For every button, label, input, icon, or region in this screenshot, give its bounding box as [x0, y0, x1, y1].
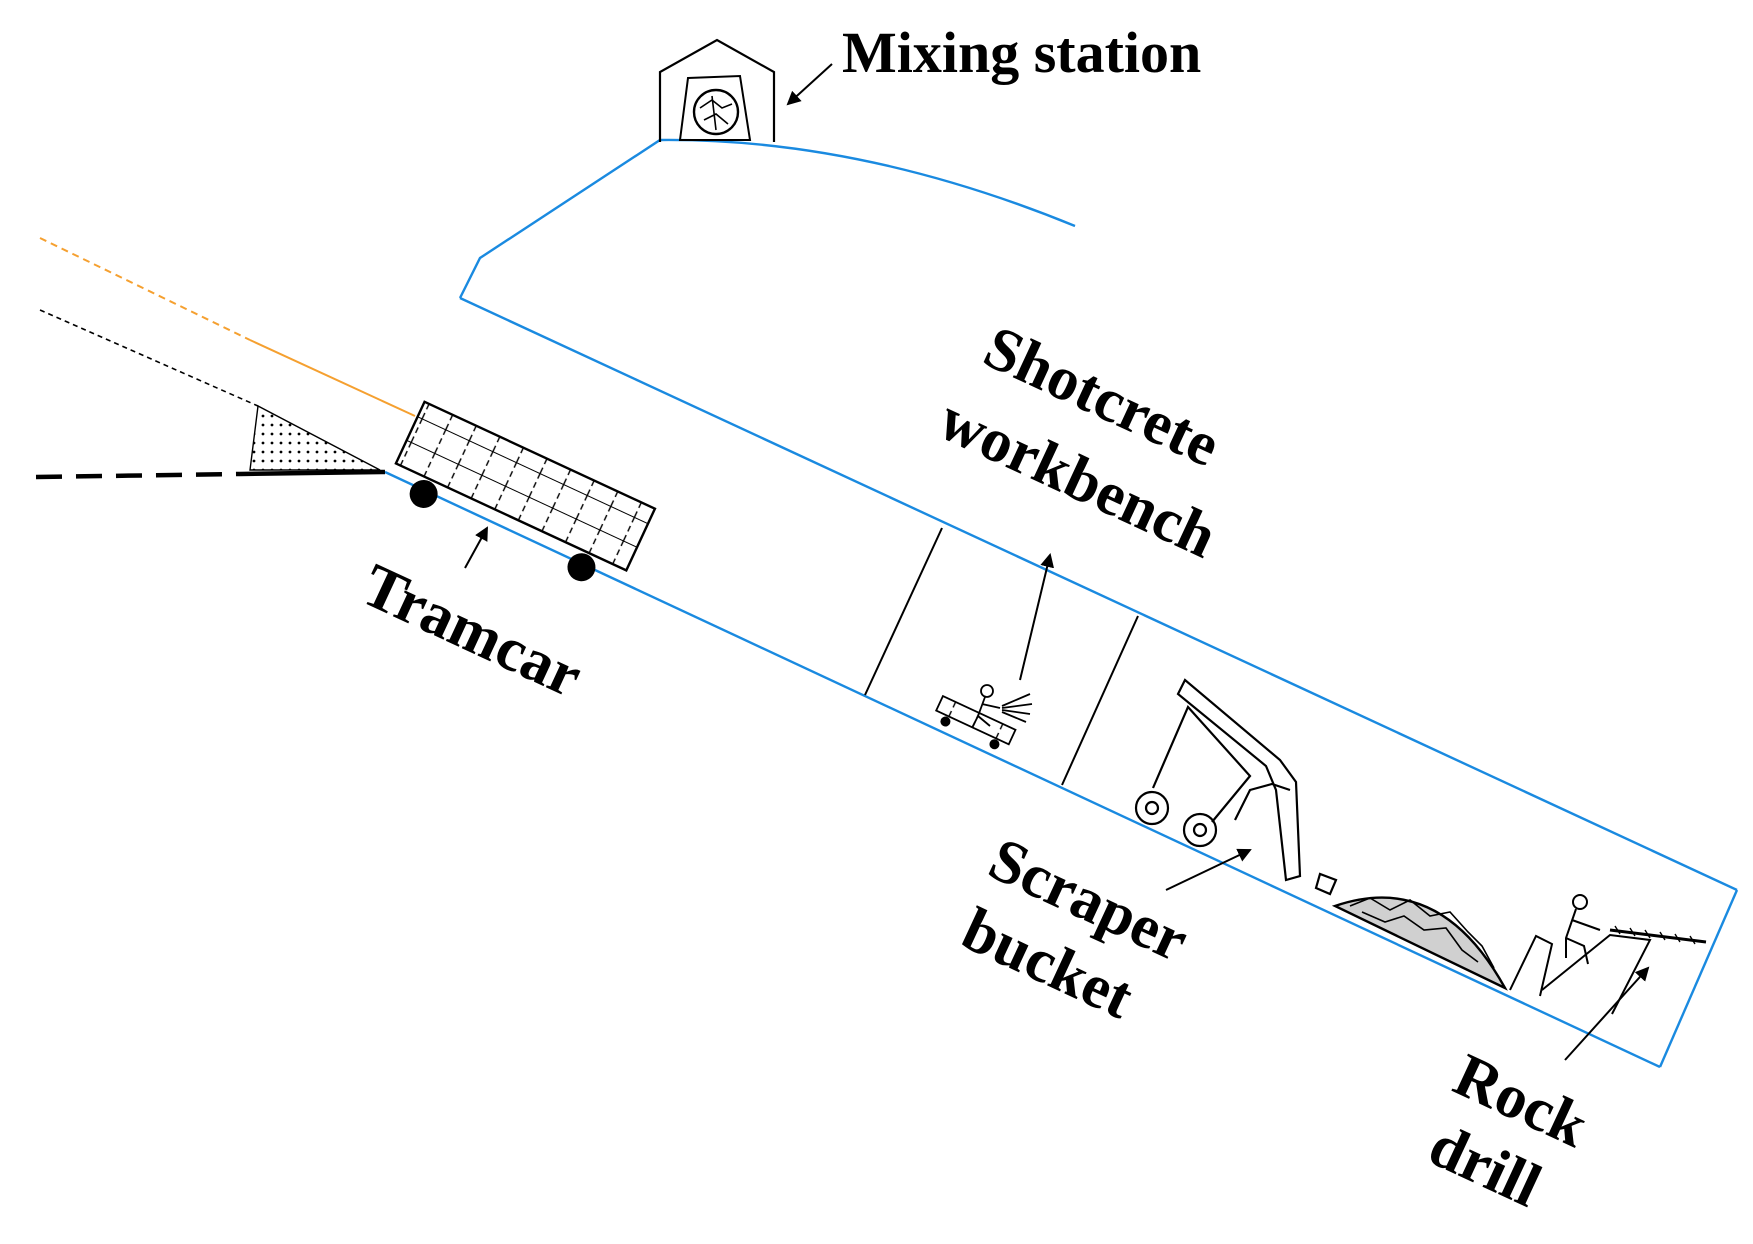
mixing-station-hopper [678, 74, 752, 141]
tunnel-face-line [1658, 889, 1739, 1068]
scraper-wheel-rear-hub [1192, 822, 1208, 838]
section-line-2 [1061, 615, 1139, 786]
shotcrete-worker-icon [971, 684, 1033, 729]
scraper-boom [1176, 678, 1302, 882]
orange-solid-line [249, 339, 416, 417]
black-dashed-guide [39, 309, 259, 407]
rock-drill-arrow [1564, 966, 1650, 1061]
drill-rod-hatch [1614, 925, 1696, 945]
mixing-station-label: Mixing station [842, 20, 1201, 85]
mixing-station [658, 38, 776, 142]
shotcrete-arrow [1019, 553, 1055, 681]
workbench-wheel-rear [989, 739, 1000, 750]
scraper-wheel-rear [1182, 812, 1218, 848]
drill-support-leg [1509, 934, 1554, 997]
scraper-wheel-front-hub [1144, 800, 1160, 816]
tramcar [394, 400, 657, 582]
workbench-wheel-front [940, 716, 951, 727]
tramcar-wheel-front [409, 479, 438, 508]
scraper-loader [1134, 678, 1338, 896]
mixer-drum-detail [699, 95, 733, 131]
rock-muck-texture [1349, 897, 1495, 969]
mixing-station-house [658, 38, 776, 142]
tunnel-roof-line [459, 296, 1738, 892]
scraper-wheel-front [1134, 790, 1170, 826]
scraper-arrow [1165, 848, 1252, 891]
drill-operator-icon [1565, 894, 1601, 965]
tramcar-body [394, 400, 657, 572]
rock-drill [1509, 925, 1707, 1015]
shotcrete-workbench [934, 684, 1033, 750]
scraper-bucket-tip [1314, 872, 1338, 896]
ground-solid-line [239, 469, 386, 477]
dotted-muck-pile [249, 404, 381, 471]
drill-frame [1541, 933, 1652, 1015]
rock-muck-pile [1331, 896, 1508, 991]
mixing-station-arrow [786, 63, 833, 106]
tramcar-wheel-rear [567, 553, 596, 582]
tunnel-outline [384, 138, 1739, 1069]
tramcar-label: Tramcar [352, 551, 592, 711]
tramcar-arrow [464, 526, 488, 569]
upper-chamber-outline [458, 138, 1076, 299]
scraper-frame [1151, 704, 1252, 823]
ground-dashed-line [35, 471, 241, 480]
ramp-lines [35, 237, 416, 480]
workbench-section-lines [864, 527, 1139, 786]
spray-lines [1001, 693, 1033, 723]
drill-rod [1609, 928, 1707, 944]
section-line-1 [864, 527, 943, 696]
orange-dashed-line [39, 237, 251, 341]
tunnel-floor-line [384, 470, 1661, 1069]
scraper-arm [1234, 782, 1291, 821]
